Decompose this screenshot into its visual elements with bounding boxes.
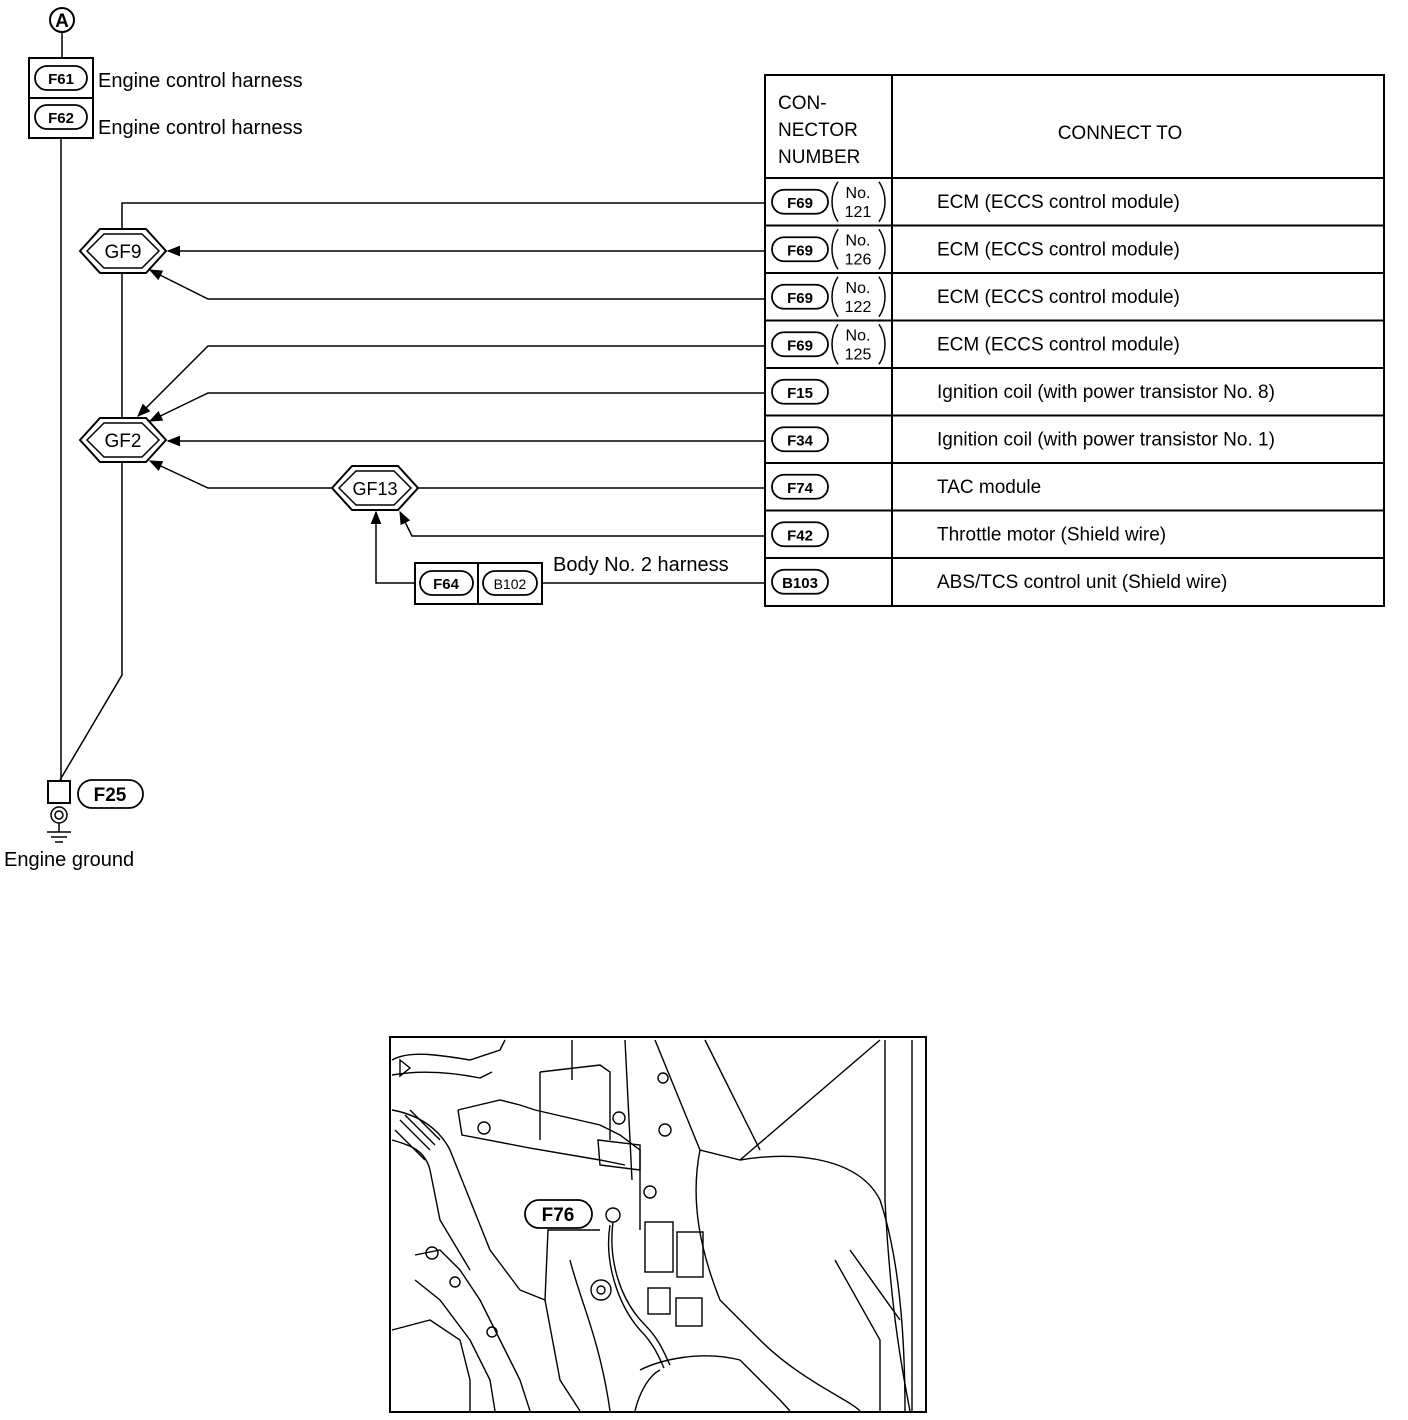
connector-badge [771,283,829,310]
header-connector-line2: NECTOR [778,120,858,141]
engine-ground-label: Engine ground [4,849,134,871]
table-row: F69 No. 121 ECM (ECCS control module) [771,181,1180,223]
connector-f62-badge [34,104,88,130]
wire-gf13-to-gf2 [148,460,332,489]
paren-left [831,323,839,365]
connector-badge [771,521,829,548]
connector-badge [771,378,829,405]
connector-f64-id: F64 [433,576,460,593]
table-row: F69 No. 125 ECM (ECCS control module) [771,323,1180,365]
connector-number: F74 [787,480,814,497]
table-border [764,74,1385,607]
gf13-label: GF13 [352,479,397,499]
connector-f25-badge [77,779,144,809]
connector-badge [771,568,829,595]
connector-f61-id: F61 [48,71,74,88]
paren-right [878,276,886,318]
connector-number: F42 [787,527,813,544]
wire-row-1 [121,202,766,229]
body-harness-connector: F64 B102 [414,562,543,605]
connector-number: B103 [782,575,818,592]
pin-label-top: No. [846,327,871,344]
connector-b102-badge [482,570,538,596]
connect-to-description: ECM (ECCS control module) [937,192,1180,213]
paren-left [831,228,839,270]
connect-to-description: Ignition coil (with power transistor No.… [937,382,1275,403]
connector-badge [771,188,829,215]
ground-point-gf13: GF13 [330,465,420,511]
wire-gf2-to-ground [59,462,123,781]
paren-right [878,228,886,270]
connector-number: F34 [787,432,814,449]
harness-f62-label: Engine control harness [98,117,303,139]
engine-ground: F25 Engine ground [4,779,144,871]
table-row: B103 ABS/TCS control unit (Shield wire) [771,568,1227,595]
header-connector-line3: NUMBER [778,147,860,168]
connector-a-symbol: A [49,7,75,33]
connect-to-description: ECM (ECCS control module) [937,287,1180,308]
connect-to-description: Ignition coil (with power transistor No.… [937,429,1275,450]
connector-number: F69 [787,290,813,307]
table-row: F69 No. 126 ECM (ECCS control module) [771,228,1180,270]
connector-b102-id: B102 [494,576,527,592]
connector-number: F69 [787,195,813,212]
connect-to-description: ECM (ECCS control module) [937,334,1180,355]
paren-right [878,181,886,223]
connect-to-description: ABS/TCS control unit (Shield wire) [937,572,1227,593]
wire-row-4 [137,345,766,417]
paren-right [878,323,886,365]
connector-badge [771,426,829,453]
connector-f76-id: F76 [542,1205,575,1226]
engine-bay-illustration [391,1039,913,1411]
table-row: F34 Ignition coil (with power transistor … [771,426,1275,453]
connect-to-description: ECM (ECCS control module) [937,239,1180,260]
header-connect-to: CONNECT TO [1058,123,1183,144]
pin-number: 122 [845,299,872,316]
wire-body-harness-to-gf13 [370,510,415,584]
connect-to-description: TAC module [937,477,1041,498]
pin-label-top: No. [846,280,871,297]
harness-connector-stack: F61 F62 [28,57,94,139]
ground-point-gf9: GF9 [78,228,168,274]
connector-number: F15 [787,385,813,402]
location-photo: F76 [389,1036,927,1413]
table-row: F15 Ignition coil (with power transistor … [771,378,1275,405]
header-connector-line1: CON- [778,93,827,114]
connector-number: F69 [787,337,813,354]
ground-point-gf2: GF2 [78,417,168,463]
wire-row-8 [399,510,766,537]
wire-row-5 [148,392,766,422]
pin-label-top: No. [846,185,871,202]
pin-label-top: No. [846,232,871,249]
connector-f62-id: F62 [48,110,74,127]
connector-f61-badge [34,65,88,91]
table-row: F42 Throttle motor (Shield wire) [771,521,1166,548]
table-row: F69 No. 122 ECM (ECCS control module) [771,276,1180,318]
connect-to-description: Throttle motor (Shield wire) [937,524,1166,545]
connector-f64-badge [419,570,474,596]
pin-number: 126 [845,251,872,268]
wire-row-3 [148,269,766,300]
connector-f25-id: F25 [94,785,127,806]
connector-badge [771,236,829,263]
connector-badge [771,331,829,358]
paren-left [831,276,839,318]
gf2-label: GF2 [105,431,142,452]
table-row: F74 TAC module [771,473,1041,500]
connector-a-label: A [55,11,69,32]
harness-f61-label: Engine control harness [98,70,303,92]
paren-left [831,181,839,223]
connector-number: F69 [787,242,813,259]
connector-f76-badge [524,1199,593,1229]
wires [59,202,766,781]
ground-terminal-box [47,780,71,804]
gf9-label: GF9 [105,242,142,263]
pin-number: 125 [845,346,872,363]
body-harness-label: Body No. 2 harness [553,554,729,576]
pin-number: 121 [845,204,872,221]
connector-badge [771,473,829,500]
